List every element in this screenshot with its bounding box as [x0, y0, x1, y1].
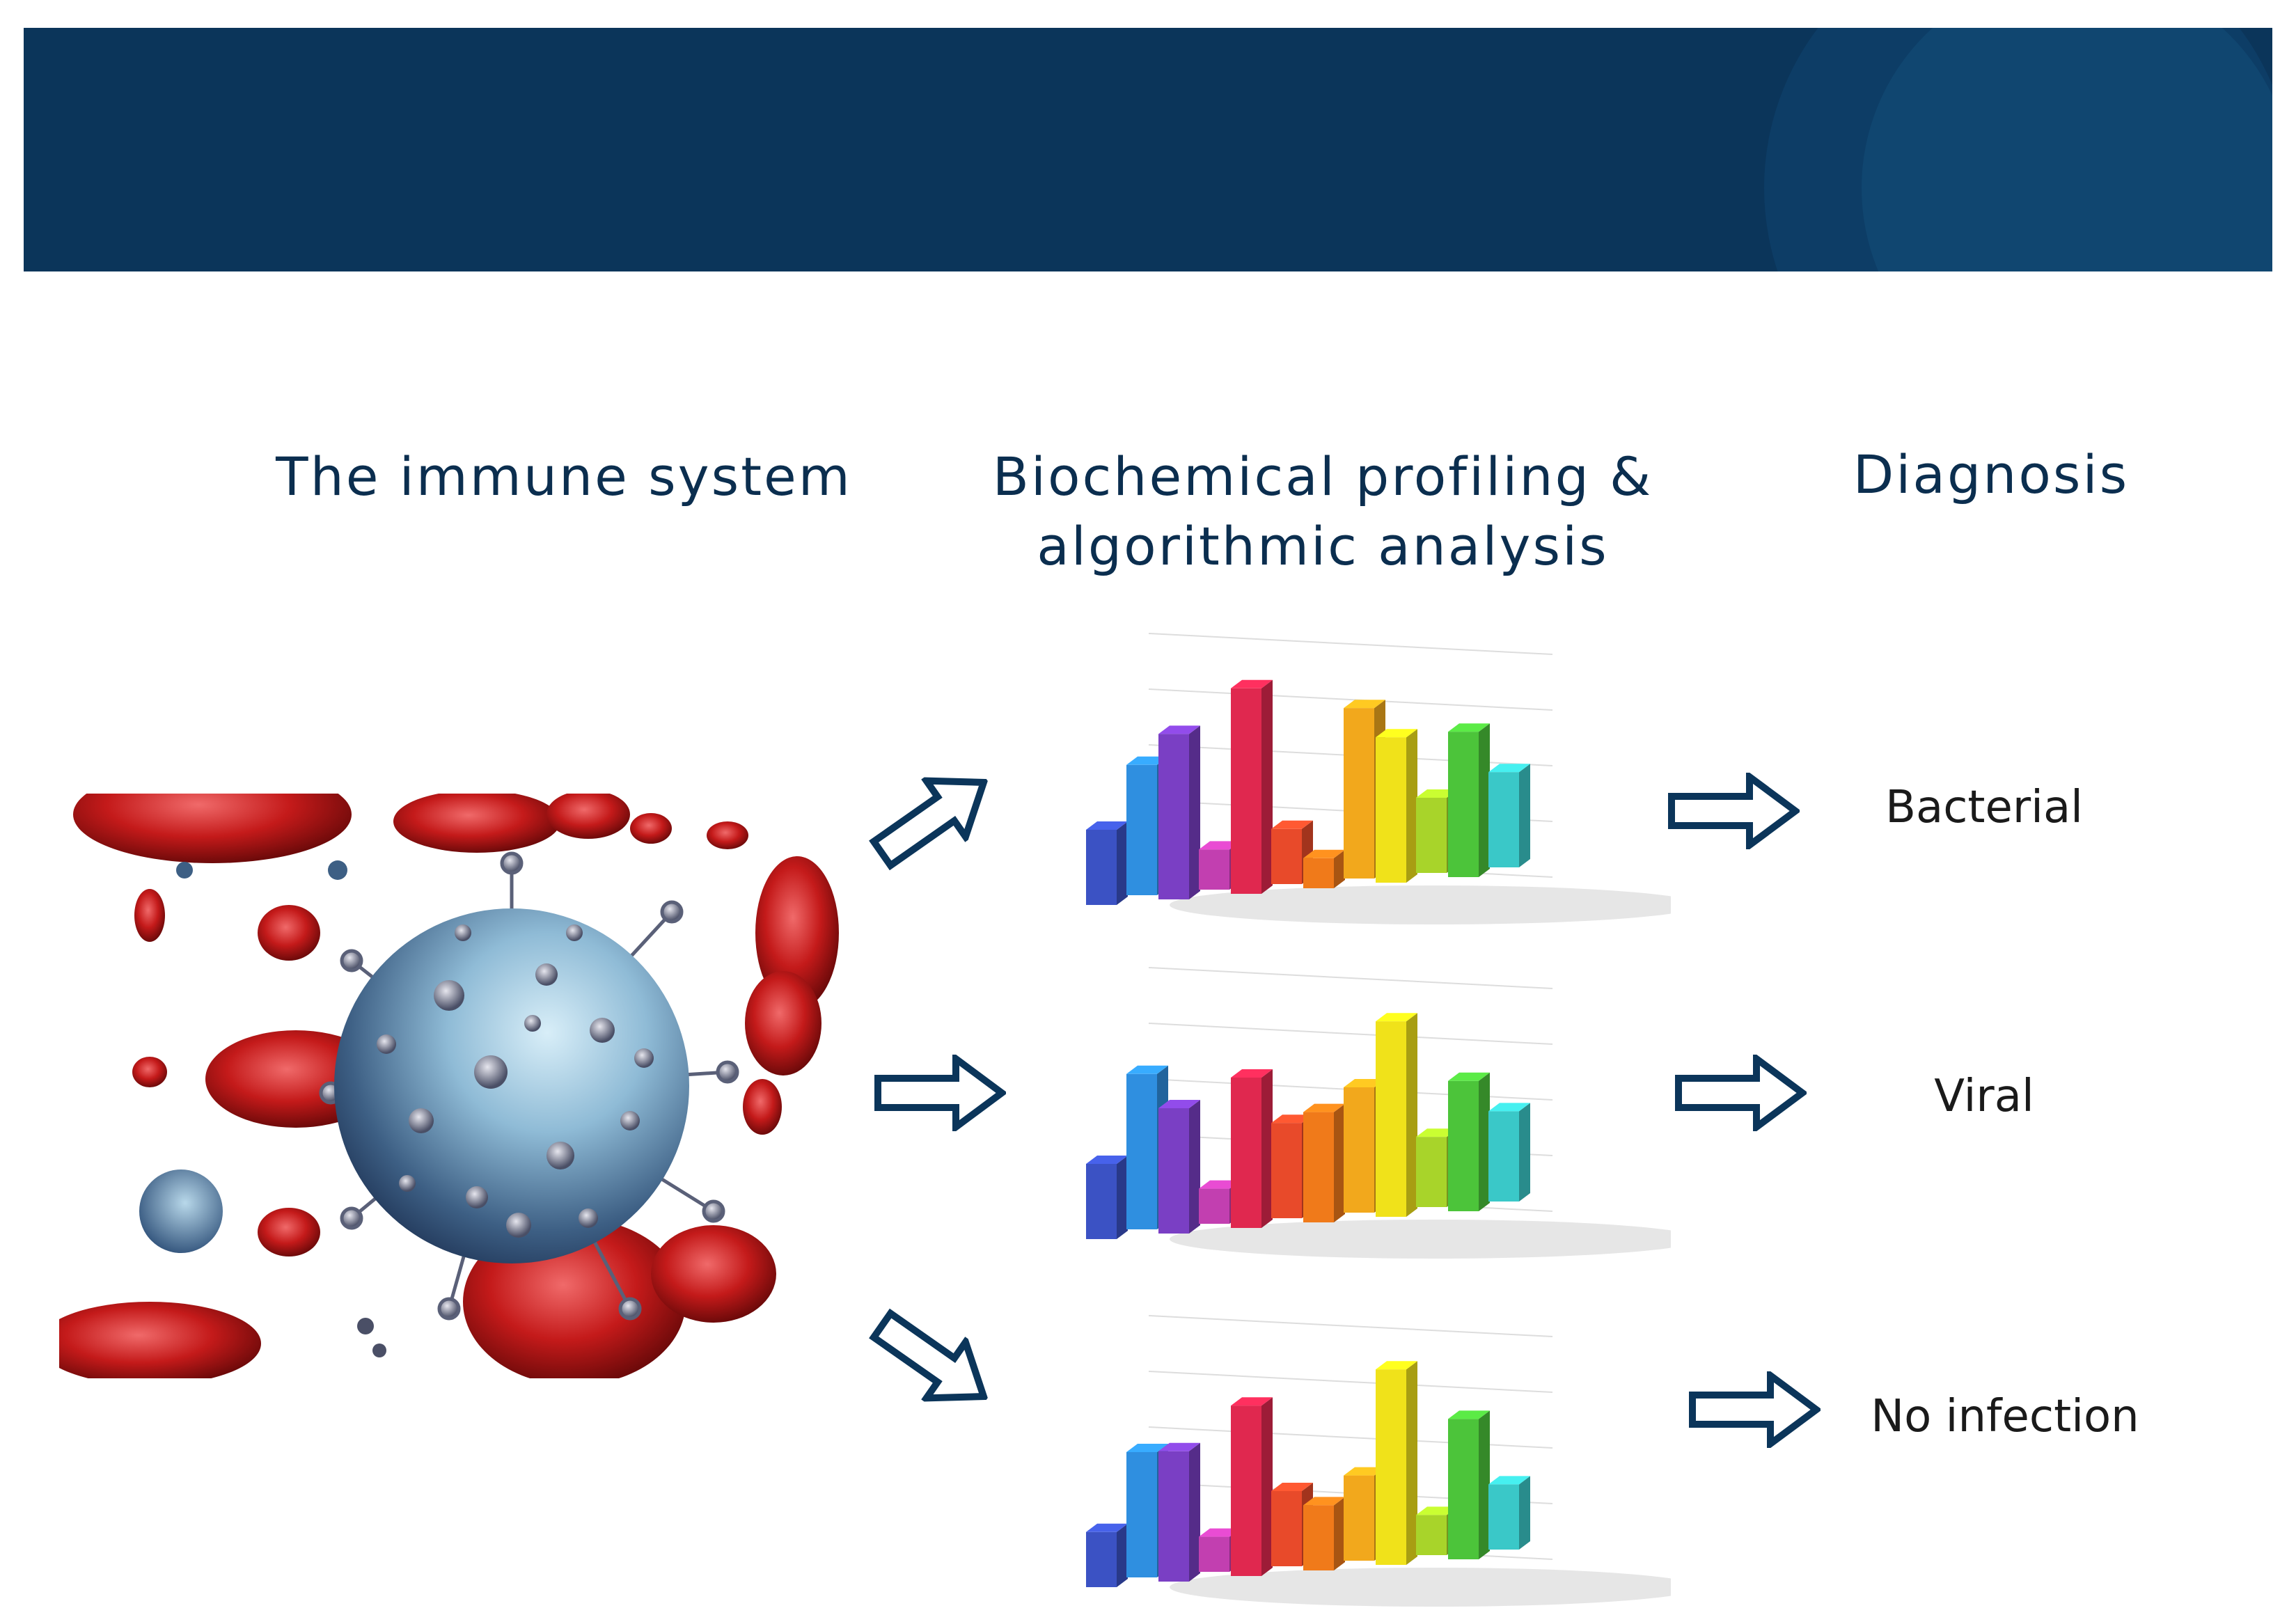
outline-arrow-icon — [857, 1291, 1009, 1430]
heading-immune-system: The immune system — [265, 442, 863, 512]
chart-gridline — [1149, 633, 1552, 654]
outline-arrow-icon — [1667, 773, 1800, 849]
chart-bar — [1448, 1410, 1490, 1559]
chart-bar — [1086, 821, 1128, 905]
chart-gridline — [1149, 1316, 1552, 1337]
chart-bar — [1158, 1443, 1200, 1582]
chart-bar — [1376, 1013, 1417, 1217]
heading-biochemical-profiling: Biochemical profiling & algorithmic anal… — [975, 442, 1671, 581]
outcome-no-infection: No infection — [1810, 1389, 2200, 1444]
chart-bar — [1303, 850, 1345, 888]
chart-gridline — [1149, 1023, 1552, 1044]
chart-bar — [1303, 1104, 1345, 1222]
title-banner — [24, 28, 2272, 271]
chart-bar — [1158, 725, 1200, 899]
outline-arrow-icon — [1688, 1371, 1821, 1448]
outcome-bacterial: Bacterial — [1845, 780, 2123, 835]
banner-decoration — [1862, 28, 2272, 271]
chart-gridline — [1149, 1371, 1552, 1392]
heading-diagnosis: Diagnosis — [1782, 440, 2200, 510]
immune-cell-illustration — [59, 794, 846, 1378]
chart-gridline — [1149, 1427, 1552, 1448]
outcome-viral: Viral — [1845, 1069, 2123, 1124]
chart-bar — [1488, 764, 1530, 867]
chart-bar — [1488, 1103, 1530, 1202]
chart-bar — [1086, 1524, 1128, 1587]
outline-arrow-icon — [857, 748, 1009, 887]
chart-bar — [1376, 729, 1417, 883]
outline-arrow-icon — [1674, 1055, 1807, 1131]
chart-bar — [1158, 1100, 1200, 1234]
chart-gridline — [1149, 968, 1552, 988]
chart-bar — [1488, 1476, 1530, 1550]
chart-bar — [1231, 1069, 1273, 1228]
outline-arrow-icon — [874, 1055, 1006, 1131]
bar-chart-illustration — [1044, 613, 1671, 933]
bar-chart-illustration — [1044, 1295, 1671, 1615]
chart-bar — [1303, 1497, 1345, 1570]
chart-bar — [1448, 1073, 1490, 1211]
bar-chart-illustration — [1044, 947, 1671, 1267]
chart-bar — [1376, 1361, 1417, 1565]
chart-bar — [1086, 1156, 1128, 1239]
chart-bar — [1231, 680, 1273, 894]
chart-bar — [1231, 1397, 1273, 1576]
chart-bar — [1448, 723, 1490, 877]
